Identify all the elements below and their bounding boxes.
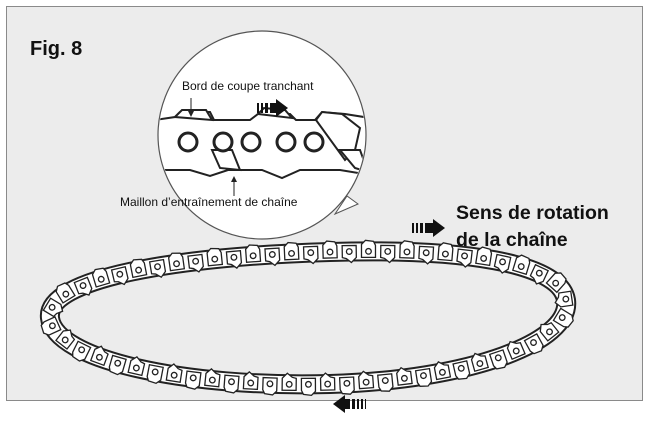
chain-link	[539, 321, 560, 342]
chain-link	[488, 349, 508, 370]
chain-links	[40, 239, 574, 397]
chain-link	[72, 340, 92, 362]
chain-link	[302, 245, 319, 265]
chain-link	[40, 316, 62, 336]
chain-link	[358, 370, 375, 390]
chain-link	[418, 245, 435, 265]
chain-link	[493, 253, 512, 274]
chain-link	[322, 240, 338, 259]
chain-link	[360, 239, 377, 259]
direction-arrow-left-icon	[333, 395, 366, 413]
rotation-direction-line-2: de la chaîne	[456, 229, 568, 251]
chain-link	[456, 248, 473, 268]
chain-link	[184, 370, 202, 390]
chain-link	[506, 340, 526, 361]
chain-link	[89, 345, 109, 367]
chain-link	[187, 253, 204, 273]
chain-link	[281, 372, 297, 392]
chain-link	[319, 372, 336, 391]
direction-arrow-right-icon	[257, 99, 288, 117]
chain-link	[283, 241, 300, 261]
chain-link	[225, 250, 243, 269]
chain-link	[167, 252, 186, 272]
chain-link	[437, 242, 454, 262]
chain-link	[545, 272, 567, 294]
chain-link	[396, 366, 413, 386]
chain-link	[55, 329, 76, 350]
chain-link	[73, 276, 93, 296]
chain-link	[341, 244, 357, 264]
chain-link	[554, 290, 574, 308]
chain-link	[300, 377, 317, 397]
chain-link	[148, 258, 167, 279]
magnified-chain	[159, 106, 365, 180]
chain-link	[206, 247, 224, 267]
chain-link	[55, 282, 76, 304]
chain-link	[91, 267, 111, 288]
callout-pointer	[333, 195, 360, 216]
chain-link	[470, 352, 490, 372]
chain-link	[110, 265, 129, 286]
chain-link	[377, 373, 394, 392]
chain-link	[244, 244, 262, 263]
chain-link	[511, 254, 531, 276]
page-margin	[0, 405, 651, 434]
chain-link	[338, 376, 355, 395]
drive-link-label: Maillon d’entraînement de chaîne	[120, 195, 298, 209]
magnified-view	[157, 30, 367, 240]
cutting-edge-label: Bord de coupe tranchant	[182, 79, 314, 93]
direction-arrow-right-icon	[412, 219, 445, 237]
figure-label: Fig. 8	[30, 38, 83, 60]
chain-link	[146, 363, 164, 385]
chain-link	[552, 307, 574, 328]
chain-link	[433, 361, 452, 381]
chain-link	[165, 363, 183, 383]
chain-link	[414, 367, 433, 387]
chain-link	[127, 355, 146, 377]
saw-chain-loop	[40, 239, 577, 397]
chain-link	[108, 354, 127, 376]
chain-link	[262, 376, 278, 396]
rotation-direction-line-1: Sens de rotation	[456, 202, 609, 224]
rotation-direction-label: Sens de rotation de la chaîne	[456, 200, 609, 254]
chain-band-inner	[42, 243, 575, 393]
chain-link	[129, 258, 148, 279]
chain-link	[452, 360, 471, 380]
chain-link	[204, 368, 221, 388]
chain-link	[399, 240, 415, 259]
chain-link	[42, 297, 64, 318]
chain-link	[264, 247, 281, 267]
chain-link	[242, 371, 259, 391]
chain-link	[379, 244, 396, 264]
chain-link	[475, 246, 493, 267]
chain-link	[223, 374, 240, 394]
chain-link	[523, 333, 544, 355]
chain-link	[529, 263, 550, 285]
